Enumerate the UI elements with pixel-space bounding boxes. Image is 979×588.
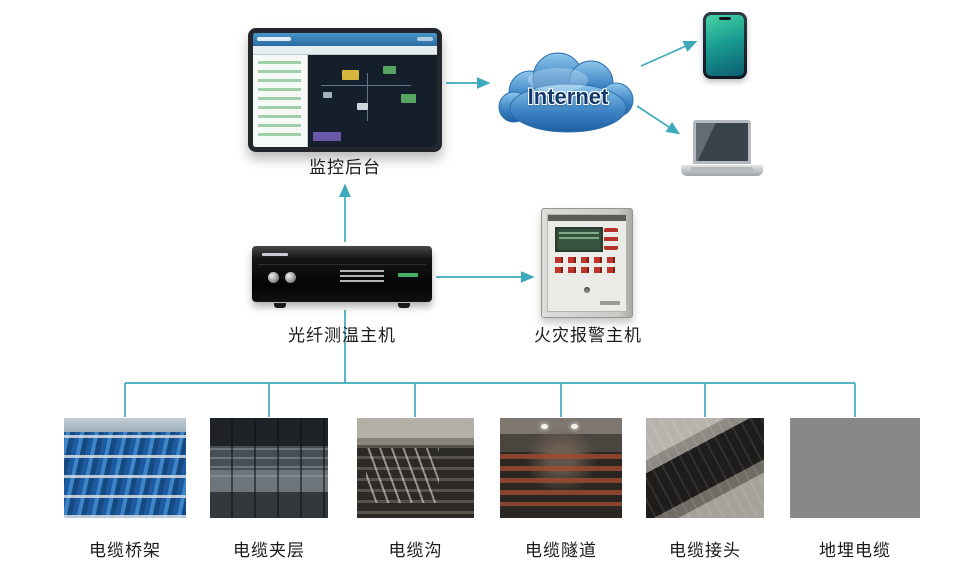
photo-joint-wrap-texture bbox=[646, 418, 764, 518]
fiber-host-logo-mark bbox=[398, 273, 418, 277]
photo-trench-brackets bbox=[366, 448, 439, 503]
fiber-host-brand-mark bbox=[262, 253, 288, 256]
laptop-screen bbox=[693, 120, 751, 164]
fire-alarm-logo-mark bbox=[600, 301, 620, 305]
fiber-port-icon bbox=[268, 272, 279, 283]
fiber-host-caption: 光纤测温主机 bbox=[288, 326, 396, 345]
fire-alarm-indicator-leds bbox=[604, 228, 618, 250]
fiber-host-panel-seam bbox=[258, 264, 426, 265]
scene-caption: 电缆桥架 bbox=[89, 541, 161, 560]
scada-block bbox=[323, 91, 333, 98]
photo-cable-tunnel bbox=[500, 418, 622, 518]
internet-label: Internet bbox=[527, 84, 609, 109]
photo-cable-trench bbox=[357, 418, 474, 518]
scada-wire bbox=[320, 85, 412, 87]
scada-block bbox=[400, 93, 416, 103]
fire-alarm-device bbox=[541, 208, 633, 318]
scada-block bbox=[382, 66, 396, 75]
scene-caption: 地埋电缆 bbox=[819, 541, 891, 560]
scada-block bbox=[313, 132, 342, 142]
fiber-host-device bbox=[252, 246, 432, 308]
scene-caption: 电缆接头 bbox=[669, 541, 741, 560]
photo-cable-tray-rails bbox=[64, 418, 186, 518]
scene-caption: 电缆隧道 bbox=[525, 541, 597, 560]
monitor-device bbox=[248, 28, 442, 152]
monitor-app-canvas bbox=[308, 55, 437, 147]
smartphone-camera-notch bbox=[719, 17, 731, 20]
fire-alarm-caption: 火灾报警主机 bbox=[534, 326, 642, 345]
photo-tunnel-light bbox=[541, 424, 549, 429]
laptop-device bbox=[681, 120, 763, 178]
fire-alarm-keyhole bbox=[584, 287, 590, 293]
fire-alarm-lcd bbox=[555, 227, 603, 252]
monitor-screen bbox=[253, 33, 437, 147]
fiber-host-foot bbox=[274, 303, 286, 308]
photo-tunnel-light bbox=[570, 424, 578, 429]
photo-interlayer-posts bbox=[210, 418, 328, 518]
photo-buried-cable bbox=[790, 418, 920, 518]
fire-alarm-led-row bbox=[555, 257, 619, 263]
fiber-host-foot bbox=[398, 303, 410, 308]
laptop-display bbox=[696, 123, 748, 161]
monitor-app-titlebar bbox=[253, 33, 437, 46]
fiber-host-chassis bbox=[252, 246, 432, 302]
photo-cable-joint bbox=[646, 418, 764, 518]
scada-block bbox=[341, 69, 359, 80]
fire-alarm-front bbox=[547, 214, 627, 312]
laptop-keyboard bbox=[691, 167, 753, 171]
smartphone-device bbox=[703, 12, 747, 79]
fire-alarm-led-row bbox=[555, 267, 619, 273]
scene-caption: 电缆夹层 bbox=[233, 541, 305, 560]
photo-tunnel-cable-rows bbox=[500, 454, 622, 506]
monitor-app-tree bbox=[258, 61, 301, 141]
photo-cable-tray bbox=[64, 418, 186, 518]
photo-cable-tray-walkway bbox=[64, 418, 186, 432]
monitor-caption: 监控后台 bbox=[309, 158, 381, 177]
fiber-host-front-text bbox=[340, 270, 384, 282]
photo-cable-interlayer bbox=[210, 418, 328, 518]
scene-caption: 电缆沟 bbox=[388, 541, 443, 560]
laptop-base bbox=[681, 165, 763, 176]
cloud-icon bbox=[498, 52, 634, 133]
scada-wire bbox=[367, 73, 369, 122]
fiber-port-icon bbox=[285, 272, 296, 283]
monitor-app-toolbar bbox=[253, 46, 437, 55]
scada-block bbox=[357, 102, 369, 110]
smartphone-screen bbox=[706, 15, 744, 76]
monitor-app-sidebar bbox=[253, 55, 308, 147]
internet-cloud: Internet bbox=[492, 50, 644, 136]
fire-alarm-top-strip bbox=[548, 215, 626, 221]
